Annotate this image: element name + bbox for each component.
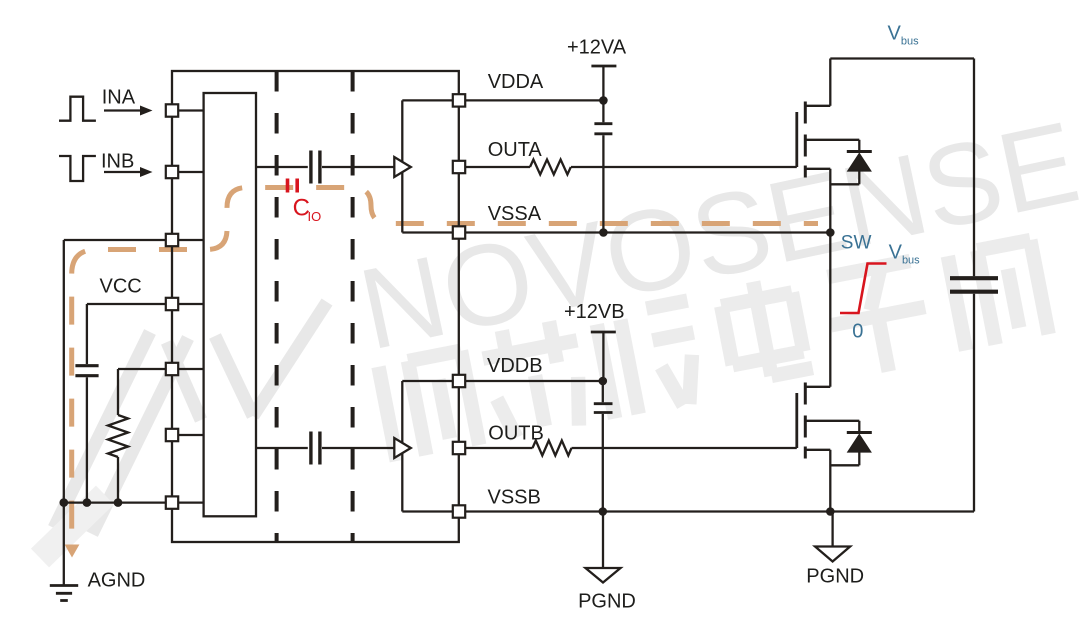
svg-text:IO: IO	[308, 209, 322, 224]
svg-text:VDDB: VDDB	[487, 355, 543, 377]
svg-text:0: 0	[852, 321, 863, 343]
svg-text:C: C	[293, 195, 310, 222]
svg-text:VSSA: VSSA	[488, 203, 542, 225]
svg-text:VDDA: VDDA	[488, 71, 544, 93]
svg-text:+12VA: +12VA	[567, 37, 627, 59]
svg-text:INA: INA	[102, 87, 136, 109]
svg-text:+12VB: +12VB	[564, 301, 625, 323]
svg-text:PGND: PGND	[806, 566, 864, 588]
svg-text:Vbus: Vbus	[888, 23, 920, 48]
svg-text:INB: INB	[101, 150, 134, 172]
svg-text:AGND: AGND	[88, 570, 146, 592]
svg-text:OUTA: OUTA	[488, 139, 543, 161]
svg-text:OUTB: OUTB	[488, 423, 544, 445]
svg-text:SW: SW	[841, 233, 872, 254]
svg-text:PGND: PGND	[578, 591, 636, 613]
svg-text:VSSB: VSSB	[488, 487, 541, 509]
svg-text:VCC: VCC	[100, 276, 142, 298]
